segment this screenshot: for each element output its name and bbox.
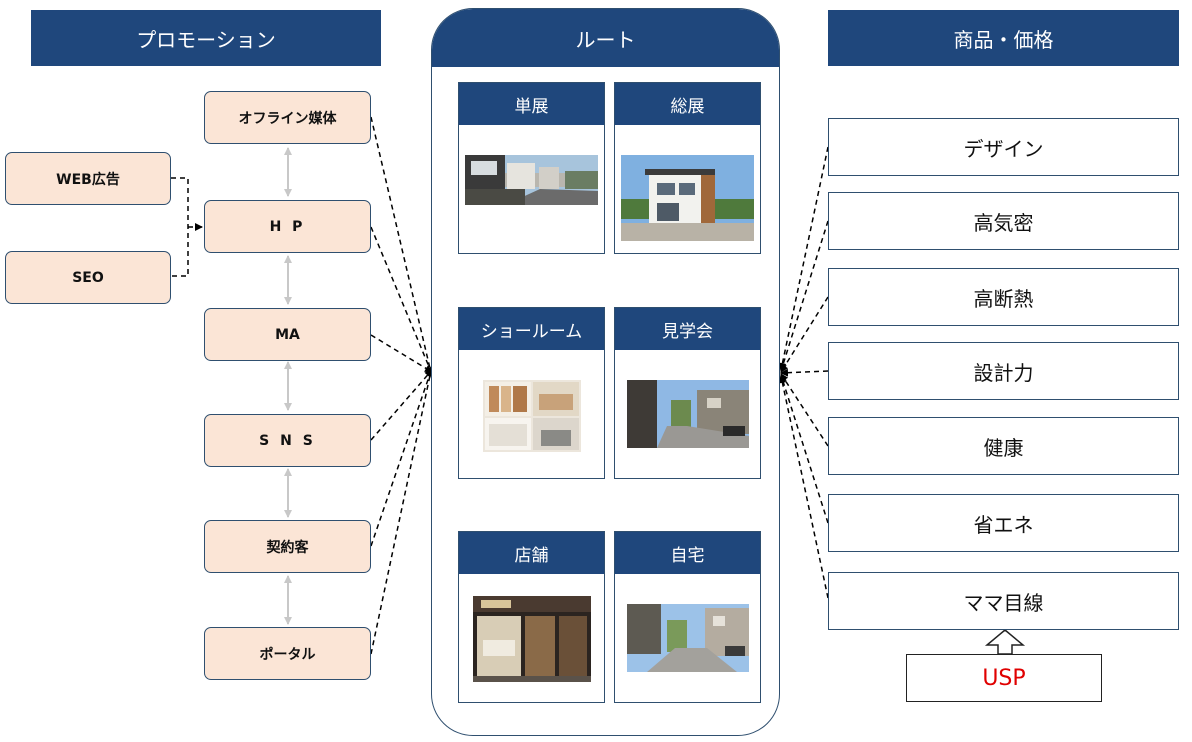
route-card-open-house: 見学会 — [614, 307, 761, 479]
promotion-header: プロモーション — [31, 10, 381, 66]
dashed-arrow — [370, 334, 433, 373]
route-card-general-exhibit: 総展 — [614, 82, 761, 254]
promo-item-portal: ポータル — [204, 627, 371, 680]
dashed-arrow — [780, 296, 829, 373]
route-card-title: 単展 — [459, 83, 604, 125]
promotion-to-route-arrows — [370, 116, 435, 655]
dashed-arrow — [778, 375, 829, 599]
usp-box: USP — [906, 654, 1102, 702]
product-price-header: 商品・価格 — [828, 10, 1179, 66]
route-card-store: 店舗 — [458, 531, 605, 703]
promo-item-offline-media: オフライン媒体 — [204, 91, 371, 144]
route-card-title: 見学会 — [615, 308, 760, 350]
web-seo-bracket — [171, 177, 203, 277]
promo-item-sns: S N S — [204, 414, 371, 467]
dashed-arrow — [370, 116, 435, 378]
route-card-title: 自宅 — [615, 532, 760, 574]
model-house-street-photo — [465, 155, 598, 205]
showroom-interior-photo — [483, 380, 581, 452]
route-card-title: 店舗 — [459, 532, 604, 574]
route-card-showroom: ショールーム — [458, 307, 605, 479]
promo-item-hp: H P — [204, 200, 371, 253]
promo-item-seo: SEO — [5, 251, 171, 304]
product-item-energy-saving: 省エネ — [828, 494, 1179, 552]
storefront-photo — [473, 596, 591, 682]
route-card-title: ショールーム — [459, 308, 604, 350]
product-item-insulation: 高断熱 — [828, 268, 1179, 326]
neighborhood-street-photo — [627, 604, 749, 672]
route-card-home: 自宅 — [614, 531, 761, 703]
product-item-design: デザイン — [828, 118, 1179, 176]
product-item-airtight: 高気密 — [828, 192, 1179, 250]
route-header: ルート — [432, 9, 779, 67]
dashed-arrow — [778, 146, 829, 371]
dashed-arrow — [779, 374, 829, 524]
dashed-arrow — [780, 368, 829, 377]
dashed-arrow — [779, 220, 829, 372]
bracket-line — [171, 177, 189, 277]
dashed-arrow — [370, 367, 434, 547]
dashed-arrow — [370, 369, 433, 441]
product-to-route-arrows — [778, 146, 829, 599]
usp-up-arrow — [984, 629, 1026, 655]
route-card-single-exhibit: 単展 — [458, 82, 605, 254]
route-panel: ルート 単展 総展 ショールー — [431, 8, 780, 736]
promo-item-contract-customers: 契約客 — [204, 520, 371, 573]
modern-house-photo — [621, 155, 754, 241]
residential-street-photo — [627, 380, 749, 448]
dashed-arrow — [370, 365, 435, 655]
promo-item-web-ads: WEB広告 — [5, 152, 171, 205]
route-card-title: 総展 — [615, 83, 760, 125]
promo-item-ma: MA — [204, 308, 371, 361]
product-item-design-capability: 設計力 — [828, 342, 1179, 400]
product-item-mom-perspective: ママ目線 — [828, 572, 1179, 630]
product-item-health: 健康 — [828, 417, 1179, 475]
